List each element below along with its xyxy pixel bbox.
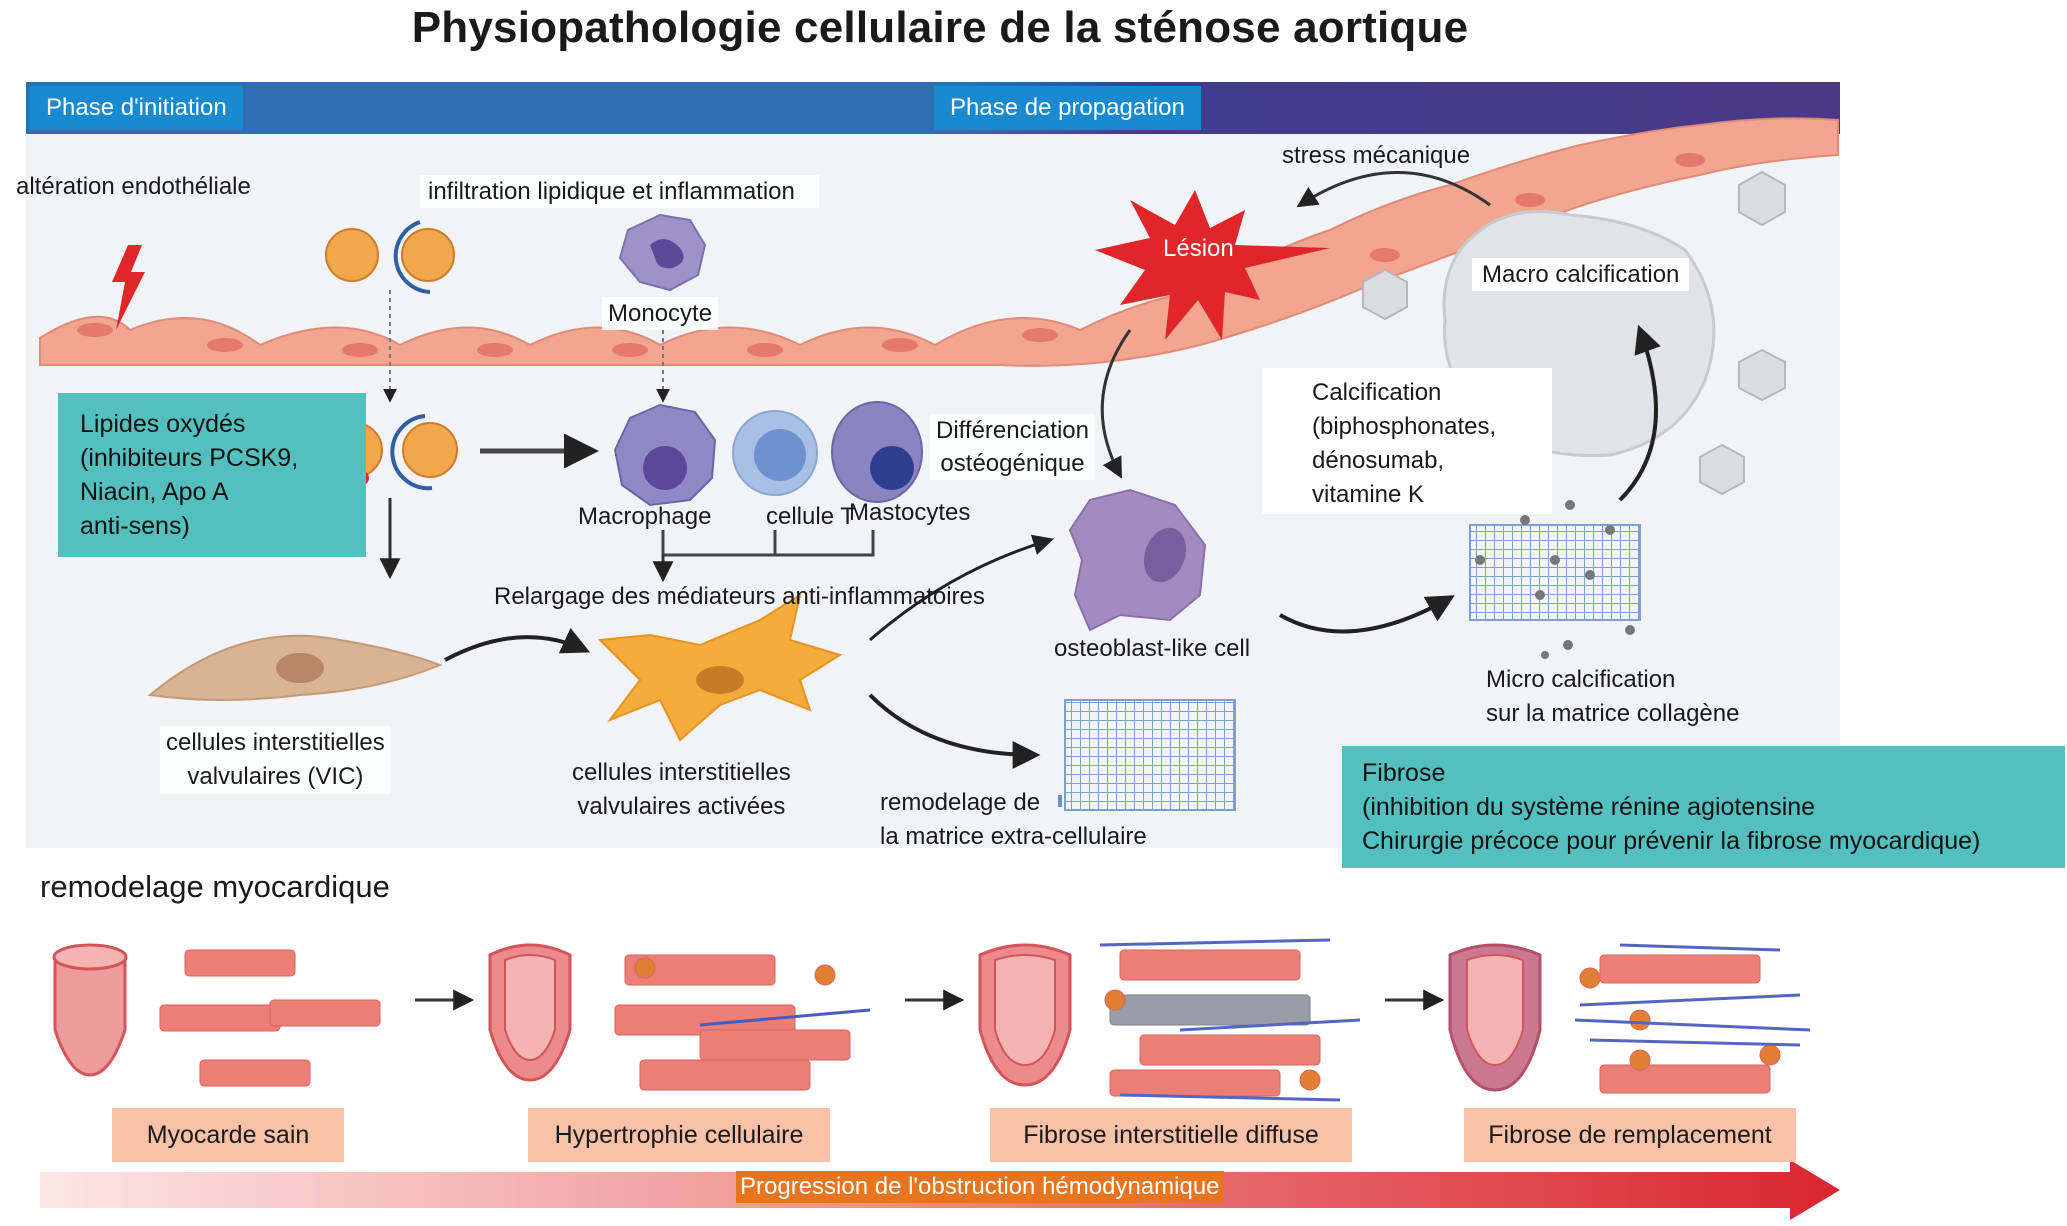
- label-mast-cells: Mastocytes: [849, 499, 971, 526]
- vic-line-1: cellules interstitielles: [166, 729, 385, 756]
- vic-line-2: valvulaires (VIC): [187, 763, 364, 790]
- avic-line-1: cellules interstitielles: [572, 759, 791, 786]
- micro-calc-line-2: sur la matrice collagène: [1486, 700, 1740, 727]
- therapy-box-fibrosis: Fibrose (inhibition du système rénine ag…: [1342, 746, 2065, 868]
- lpa-particle-top: [393, 220, 455, 294]
- osteogenic-line-1: Différenciation: [936, 417, 1089, 444]
- myocyte-cluster-4: [1574, 943, 1811, 1094]
- therapy-calc-line-4: vitamine K: [1312, 481, 1425, 508]
- lesion-star: [1095, 190, 1330, 340]
- label-macrophage: Macrophage: [578, 503, 712, 530]
- therapy-calc-line-1: Calcification: [1312, 379, 1442, 406]
- myocardium-stage-3: [978, 943, 1072, 1087]
- label-macro-calcification: Macro calcification: [1472, 258, 1690, 291]
- diagram-title: Physiopathologie cellulaire de la sténos…: [411, 3, 1469, 52]
- label-micro-calcification: Micro calcification sur la matrice colla…: [1480, 663, 1745, 731]
- label-lipid-infiltration: infiltration lipidique et inflammation: [420, 175, 819, 208]
- label-mechanical-stress: stress mécanique: [1282, 142, 1471, 169]
- myocyte-cluster-2: [614, 954, 871, 1091]
- therapy-fibrosis-line-2: (inhibition du système rénine agiotensin…: [1362, 793, 1816, 821]
- lightning-icon: [112, 245, 145, 330]
- label-mediator-release: Relargage des médiateurs anti-inflammato…: [494, 583, 985, 610]
- osteogenic-line-2: ostéogénique: [940, 450, 1085, 477]
- myocardial-remodeling-title: remodelage myocardique: [40, 869, 390, 904]
- stage-healthy-myocardium: Myocarde sain: [112, 1108, 344, 1162]
- label-osteogenic-differentiation: Différenciation ostéogénique: [930, 414, 1095, 480]
- micro-calcification-mesh: [1469, 524, 1641, 621]
- therapy-lipids-line-1: Lipides oxydés: [80, 410, 246, 438]
- label-activated-vic: cellules interstitielles valvulaires act…: [566, 756, 797, 824]
- label-monocyte: Monocyte: [602, 297, 719, 330]
- t-cell: [754, 429, 806, 481]
- lpa-particle-lower: [390, 414, 458, 491]
- myocardium-stage-2: [488, 943, 572, 1082]
- therapy-fibrosis-line-3: Chirurgie précoce pour prévenir la fibro…: [1362, 827, 1981, 855]
- stage-replacement-fibrosis: Fibrose de remplacement: [1464, 1108, 1796, 1162]
- therapy-fibrosis-line-1: Fibrose: [1362, 759, 1446, 787]
- ecm-mesh: [1064, 699, 1236, 811]
- myocardium-stage-1: [52, 943, 128, 1077]
- progression-label: Progression de l'obstruction hémodynamiq…: [736, 1171, 1224, 1203]
- therapy-box-lipids: Lipides oxydés (inhibiteurs PCSK9, Niaci…: [58, 393, 366, 557]
- label-lesion: Lésion: [1163, 235, 1234, 262]
- myocardium-stage-4: [1448, 943, 1542, 1092]
- therapy-lipids-line-4: anti-sens): [80, 512, 190, 540]
- therapy-calc-line-2: (biphosphonates,: [1312, 413, 1497, 440]
- crystal-icons: [1362, 170, 1786, 496]
- label-endothelial-alteration: altération endothéliale: [16, 173, 251, 200]
- stage-cellular-hypertrophy: Hypertrophie cellulaire: [528, 1108, 830, 1162]
- label-vic: cellules interstitielles valvulaires (VI…: [160, 726, 391, 794]
- label-osteoblast: osteoblast-like cell: [1054, 635, 1251, 662]
- phase-timeline-bar: [26, 82, 1840, 134]
- avic-line-2: valvulaires activées: [577, 793, 786, 820]
- osteoblast-cell: [1068, 488, 1207, 632]
- therapy-calc-line-3: dénosumab,: [1312, 447, 1445, 474]
- micro-calc-line-1: Micro calcification: [1486, 666, 1676, 693]
- phase-propagation-label: Phase de propagation: [934, 86, 1201, 130]
- myocyte-cluster-1: [159, 949, 381, 1087]
- myocyte-cluster-3: [1099, 938, 1361, 1102]
- ecm-line-1: remodelage de: [880, 789, 1041, 816]
- therapy-lipids-line-3: Niacin, Apo A: [80, 478, 229, 506]
- label-t-cell: cellule T: [766, 503, 855, 530]
- therapy-lipids-line-2: (inhibiteurs PCSK9,: [80, 444, 299, 472]
- ldl-particle-top: [325, 228, 379, 282]
- therapy-box-calcification: Calcification (biphosphonates, dénosumab…: [1262, 368, 1552, 514]
- phase-initiation-label: Phase d'initiation: [30, 86, 243, 130]
- stage-diffuse-interstitial-fibrosis: Fibrose interstitielle diffuse: [990, 1108, 1352, 1162]
- ecm-line-2: la matrice extra-cellulaire: [880, 823, 1147, 850]
- label-ecm-remodeling: remodelage de la matrice extra-cellulair…: [874, 786, 1153, 854]
